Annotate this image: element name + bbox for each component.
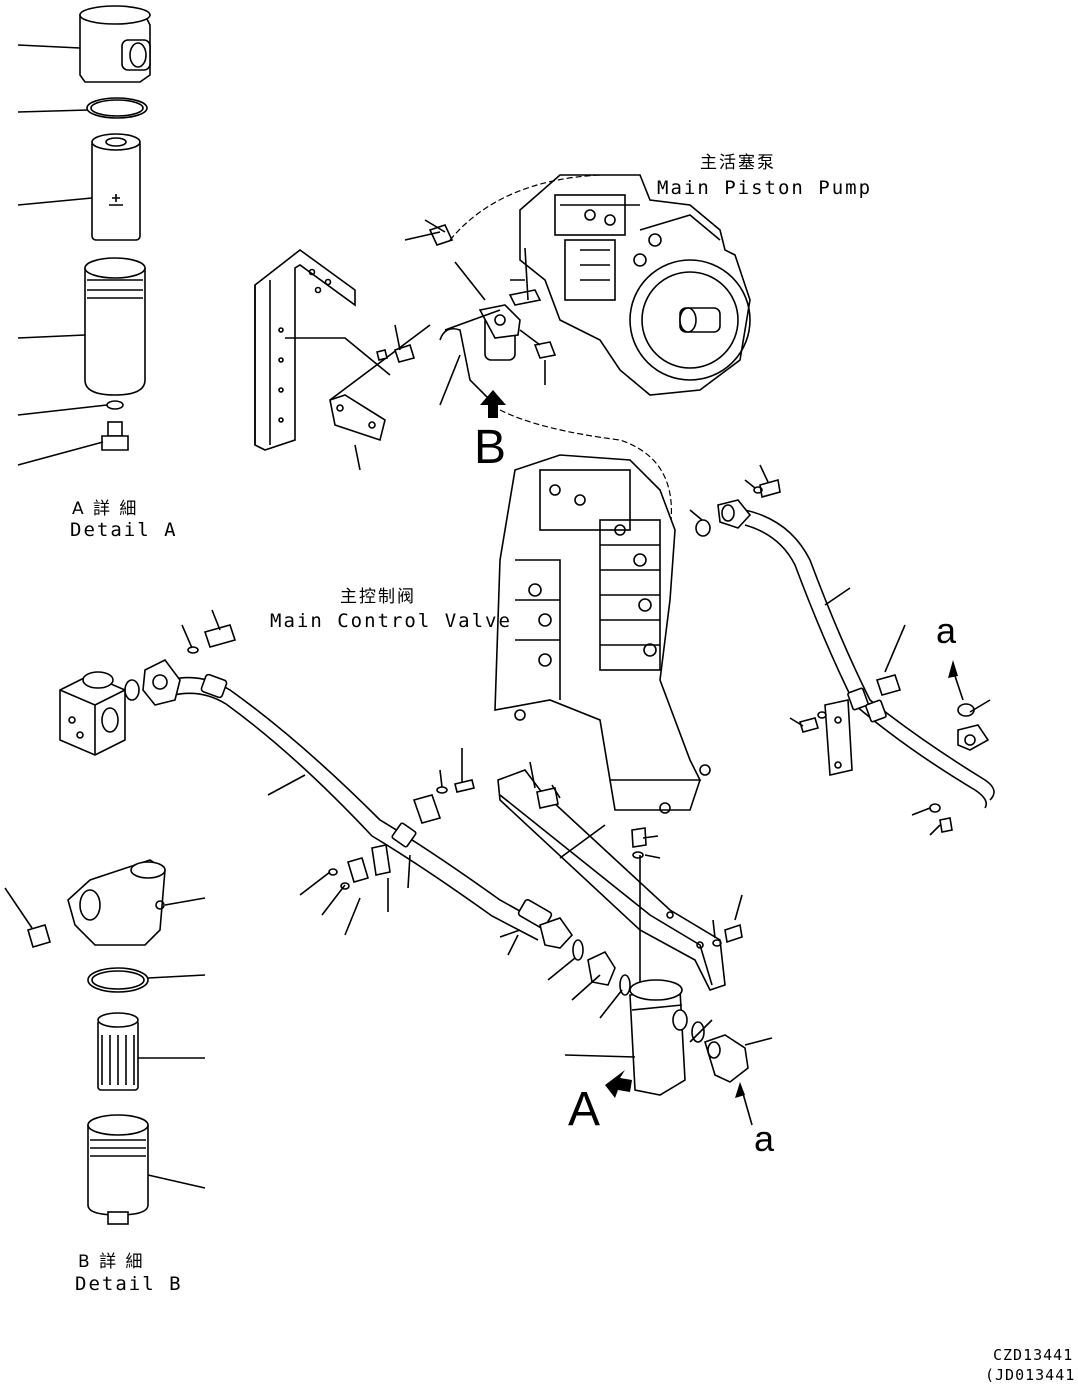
- frame-bracket: [254, 248, 431, 451]
- valve-label-en: Main Control Valve: [270, 610, 512, 632]
- pump-filter-assembly: [354, 174, 601, 471]
- main-piston-pump: [519, 174, 751, 396]
- arrow-b: [480, 390, 506, 418]
- pump-block-left: [59, 671, 126, 756]
- bolts-group-left: [181, 609, 576, 981]
- detail-b-exploded-filter: [4, 859, 206, 1225]
- pump-label-cn: 主活塞泵: [700, 153, 776, 173]
- detail-b-title-cn: B 詳 細: [78, 1252, 145, 1272]
- marker-a-small-bottom: a: [754, 1118, 775, 1159]
- support-arm: [497, 761, 743, 1000]
- drawing-code-jd: (JD013441): [985, 1366, 1078, 1384]
- right-clamp-bracket: [789, 699, 953, 836]
- filter-a-assembly: [564, 950, 773, 1126]
- marker-a: A: [568, 1083, 601, 1136]
- marker-b: B: [474, 421, 507, 474]
- detail-a-title-cn: A 詳 細: [72, 499, 139, 519]
- pump-label-en: Main Piston Pump: [657, 177, 873, 199]
- drawing-code: CZD13441: [993, 1346, 1074, 1364]
- main-control-valve: [494, 454, 711, 814]
- hose-left-long: [124, 658, 584, 961]
- detail-b-title-en: Detail B: [75, 1273, 183, 1295]
- marker-a-small-right: a: [936, 610, 957, 651]
- detail-a-exploded-filter: [17, 5, 151, 466]
- valve-label-cn: 主控制阀: [340, 587, 416, 607]
- detail-a-title-en: Detail A: [70, 519, 178, 541]
- hose-right: [689, 464, 995, 809]
